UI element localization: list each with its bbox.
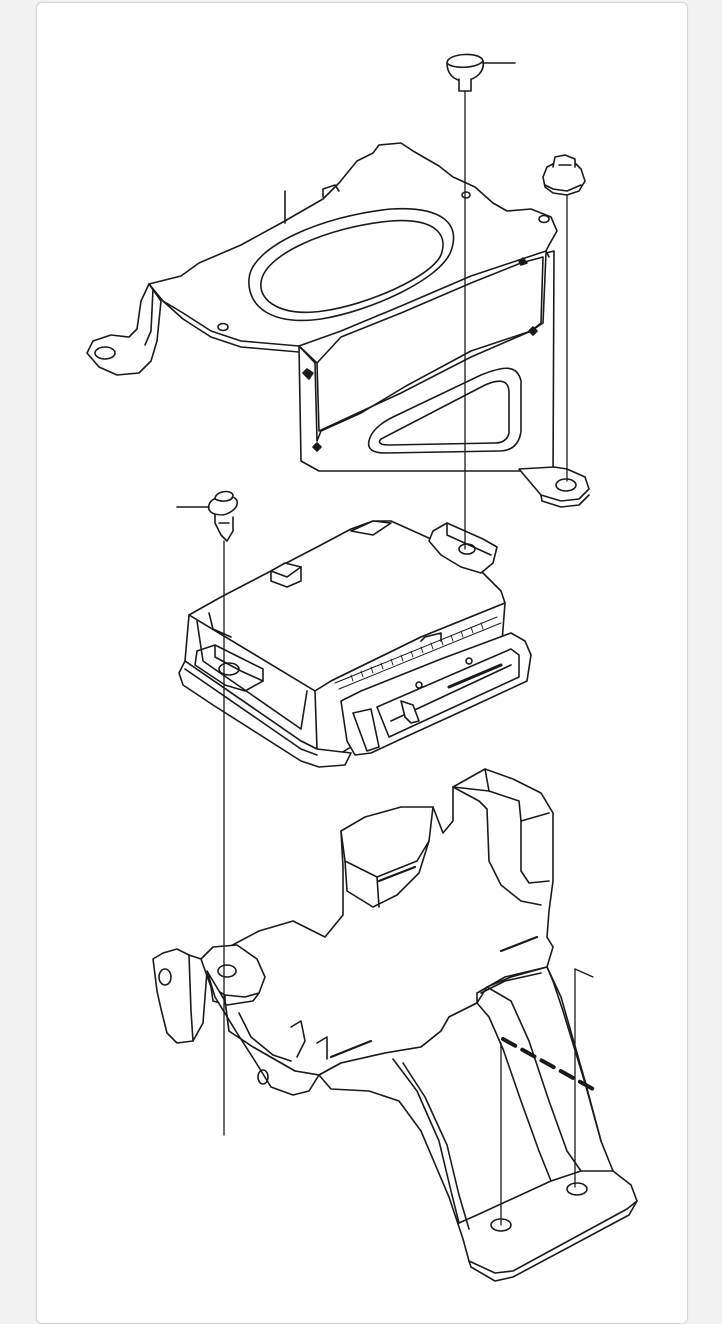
hex-nut [543, 155, 585, 195]
top-mounting-bracket [87, 143, 589, 507]
plastic-push-rivet [177, 492, 237, 541]
exploded-parts-diagram [37, 3, 688, 1310]
bottom-support-bracket [153, 769, 637, 1281]
diagram-card [36, 2, 688, 1324]
alignment-lines [224, 91, 593, 1225]
mounting-bolt [447, 54, 515, 91]
control-module [179, 521, 531, 767]
